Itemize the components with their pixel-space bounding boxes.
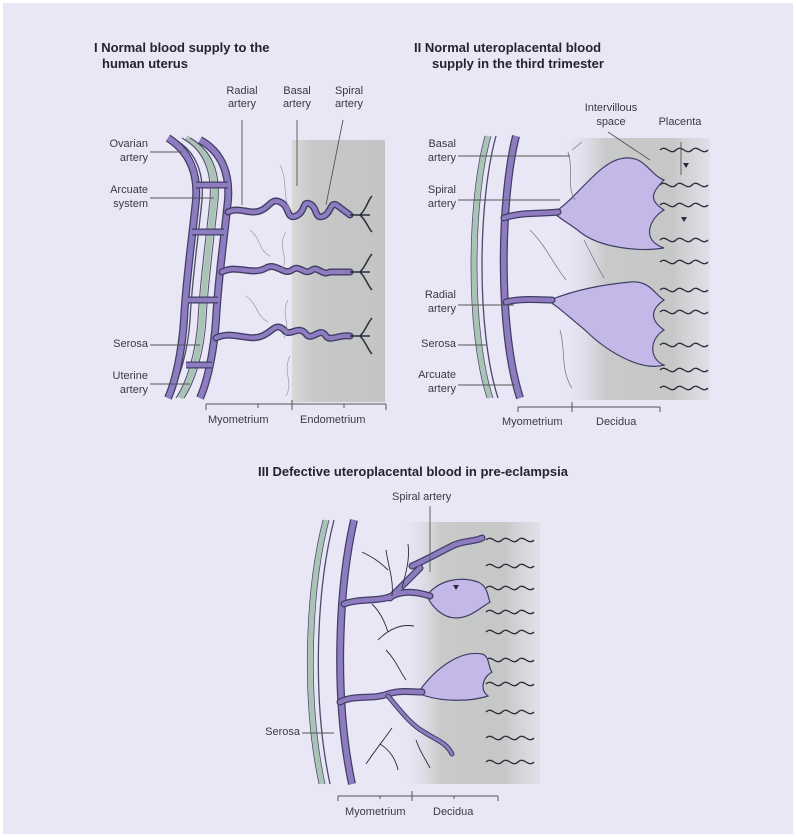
panel-1-basal-artery-label-2: artery <box>277 99 317 111</box>
panel-1-myometrium-label: Myometrium <box>208 415 269 427</box>
panel-2-spiral-artery-label-1: Spiral <box>396 185 456 197</box>
panel-2-title-line-2: supply in the third trimester <box>432 57 604 71</box>
panel-2-arcuate-artery-label-1: Arcuate <box>396 370 456 382</box>
panel-3-myometrium-label: Myometrium <box>345 807 406 819</box>
panel-1-uterine-artery-label-2: artery <box>86 385 148 397</box>
panel-1-uterine-artery-label-1: Uterine <box>86 371 148 383</box>
panel-1-title-line-1: I Normal blood supply to the <box>94 41 270 55</box>
panel-1-spiral-artery-label-1: Spiral <box>329 86 369 98</box>
panel-3-decidua-label: Decidua <box>433 807 473 819</box>
panel-1-radial-artery-label-2: artery <box>222 99 262 111</box>
panel-3-title: III Defective uteroplacental blood in pr… <box>258 465 568 479</box>
panel-1-ovarian-artery-label-2: artery <box>86 153 148 165</box>
panel-1-arcuate-system-label-2: system <box>86 199 148 211</box>
panel-1-title-line-2: human uterus <box>102 57 188 71</box>
panel-2-myometrium-label: Myometrium <box>502 417 563 429</box>
panel-3-serosa-label: Serosa <box>240 727 300 739</box>
panel-2-basal-artery-label-1: Basal <box>396 139 456 151</box>
panel-1-spiral-artery-label-2: artery <box>329 99 369 111</box>
panel-1-endometrium-label: Endometrium <box>300 415 365 427</box>
panel-2-basal-artery-label-2: artery <box>396 153 456 165</box>
panel-2-serosa-label: Serosa <box>396 339 456 351</box>
panel-2-decidua-label: Decidua <box>596 417 636 429</box>
panel-1-ovarian-artery-label-1: Ovarian <box>86 139 148 151</box>
panel-2-title-line-1: II Normal uteroplacental blood <box>414 41 601 55</box>
panel-1-arcuate-system-label-1: Arcuate <box>86 185 148 197</box>
panel-2-spiral-artery-label-2: artery <box>396 199 456 211</box>
panel-2-arcuate-artery-label-2: artery <box>396 384 456 396</box>
panel-2-intervillous-space-label-1: Intervillous <box>583 103 639 115</box>
panel-1-basal-artery-label-1: Basal <box>277 86 317 98</box>
panel-2-radial-artery-label-1: Radial <box>396 290 456 302</box>
panel-2-intervillous-space-label-2: space <box>583 117 639 129</box>
panel-2-placenta-label: Placenta <box>650 117 710 129</box>
panel-2-radial-artery-label-2: artery <box>396 304 456 316</box>
panel-3-spiral-artery-label: Spiral artery <box>392 492 451 504</box>
panel-1-radial-artery-label-1: Radial <box>222 86 262 98</box>
panel-1-serosa-label: Serosa <box>86 339 148 351</box>
